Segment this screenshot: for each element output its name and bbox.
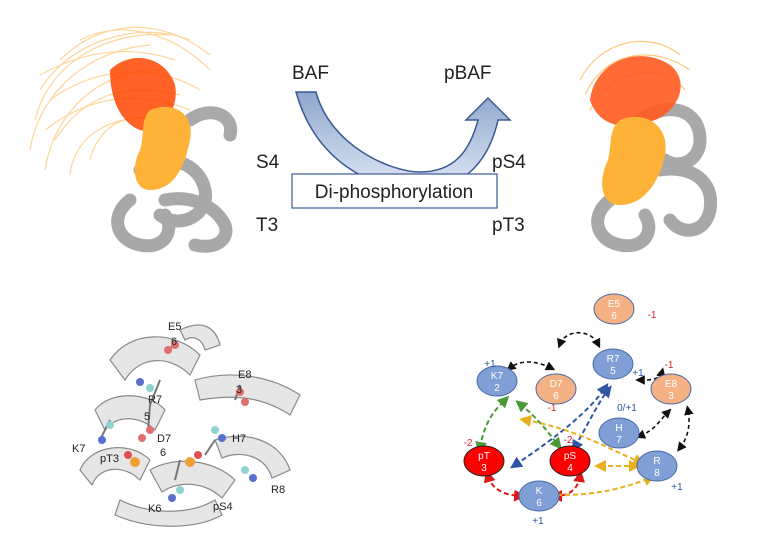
node-r7-charge: +1 bbox=[632, 368, 644, 379]
node-k6-shape bbox=[518, 480, 560, 512]
node-r7-name: R7 bbox=[607, 354, 620, 365]
node-r7: R75 +1 bbox=[592, 348, 644, 380]
arrow-e5-r7 bbox=[557, 331, 601, 349]
ps4-label: pS4 bbox=[492, 152, 526, 173]
label-e5: E5 bbox=[168, 321, 181, 333]
arrow-h-e8 bbox=[635, 408, 672, 439]
arrow-k7-d7 bbox=[506, 361, 556, 371]
arrow-r7-e8 bbox=[635, 367, 666, 385]
node-d7-shape bbox=[535, 373, 577, 405]
node-k6-number: 6 bbox=[536, 498, 542, 509]
baf-ensemble-image bbox=[29, 26, 238, 253]
node-pt-number: 3 bbox=[481, 463, 487, 474]
label-h7: H7 bbox=[232, 433, 246, 445]
label-k7: K7 bbox=[72, 443, 85, 455]
node-e8: E83 -1 bbox=[650, 360, 692, 405]
node-pt-charge: -2 bbox=[464, 438, 473, 449]
arrow-ps-k6 bbox=[550, 470, 586, 502]
node-ps-number: 4 bbox=[567, 463, 573, 474]
label-e8-num: 3 bbox=[236, 384, 242, 396]
node-h-shape bbox=[598, 417, 640, 449]
node-e5-shape bbox=[593, 293, 635, 325]
node-e5-charge: -1 bbox=[648, 310, 657, 321]
node-k7-number: 2 bbox=[494, 383, 500, 394]
node-k7-name: K7 bbox=[491, 371, 504, 382]
node-e5: E56 -1 bbox=[593, 293, 657, 325]
interaction-arrows bbox=[475, 331, 694, 502]
arrow-r8-e8 bbox=[677, 405, 694, 452]
baf-label: BAF bbox=[292, 63, 329, 84]
node-r8-shape bbox=[636, 450, 678, 482]
node-ps: pS4 -2 bbox=[549, 435, 591, 477]
node-r8-name: R bbox=[653, 456, 660, 467]
node-e8-number: 3 bbox=[668, 391, 674, 402]
node-k7: K72 +1 bbox=[476, 359, 518, 397]
node-k7-charge: +1 bbox=[484, 359, 496, 370]
node-k6-name: K bbox=[536, 486, 543, 497]
node-h: H7 0/+1 bbox=[598, 403, 640, 449]
node-e8-shape bbox=[650, 373, 692, 405]
s4-label: S4 bbox=[256, 152, 280, 173]
node-d7-name: D7 bbox=[550, 379, 563, 390]
node-e5-number: 6 bbox=[611, 311, 617, 322]
label-e8: E8 bbox=[238, 369, 251, 381]
t3-label: T3 bbox=[256, 215, 278, 236]
interaction-network: E56-1R75+1K72+1D76-1E83-1H70/+1pT3-2pS4-… bbox=[463, 293, 692, 527]
protein-cartoon-image bbox=[79, 324, 301, 527]
node-e8-charge: -1 bbox=[665, 360, 674, 371]
node-d7-charge: -1 bbox=[548, 403, 557, 414]
label-d7-num: 6 bbox=[160, 447, 166, 459]
label-r7: R7 bbox=[148, 394, 162, 406]
node-k6: K6 +1 bbox=[518, 480, 560, 527]
node-r7-shape bbox=[592, 348, 634, 380]
label-r8: R8 bbox=[271, 484, 285, 496]
node-h-number: 7 bbox=[616, 435, 622, 446]
node-r7-number: 5 bbox=[610, 366, 616, 377]
arrow-pt-k7 bbox=[475, 395, 510, 454]
node-ps-name: pS bbox=[564, 451, 577, 462]
node-d7-number: 6 bbox=[553, 391, 559, 402]
node-k6-charge: +1 bbox=[532, 516, 544, 527]
arrow-pt-k6 bbox=[483, 470, 526, 502]
pbaf-ensemble-image bbox=[579, 40, 718, 253]
node-h-name: H bbox=[615, 423, 622, 434]
node-r8-number: 8 bbox=[654, 468, 660, 479]
node-e5-name: E5 bbox=[608, 299, 621, 310]
node-h-charge: 0/+1 bbox=[617, 403, 637, 414]
reaction-box bbox=[291, 173, 498, 209]
node-d7: D76-1 bbox=[535, 373, 577, 414]
node-pt-shape bbox=[463, 445, 505, 477]
node-r8: R8 +1 bbox=[636, 450, 683, 493]
pbaf-label: pBAF bbox=[444, 63, 492, 84]
label-r7-num: 5 bbox=[144, 411, 150, 423]
label-d7: D7 bbox=[157, 433, 171, 445]
label-ps4: pS4 bbox=[213, 501, 233, 513]
node-e8-name: E8 bbox=[665, 379, 678, 390]
node-r8-charge: +1 bbox=[671, 482, 683, 493]
label-pt3: pT3 bbox=[100, 453, 119, 465]
reaction-box-text: Di-phosphorylation bbox=[315, 182, 473, 203]
node-k7-shape bbox=[476, 365, 518, 397]
pt3-label: pT3 bbox=[492, 215, 525, 236]
label-k6: K6 bbox=[148, 503, 161, 515]
label-e5-num: 6 bbox=[171, 336, 177, 348]
arrow-d7-r8 bbox=[519, 415, 646, 466]
node-ps-charge: -2 bbox=[564, 435, 573, 446]
node-pt: pT3 -2 bbox=[463, 438, 505, 477]
node-ps-shape bbox=[549, 445, 591, 477]
node-pt-name: pT bbox=[478, 451, 490, 462]
